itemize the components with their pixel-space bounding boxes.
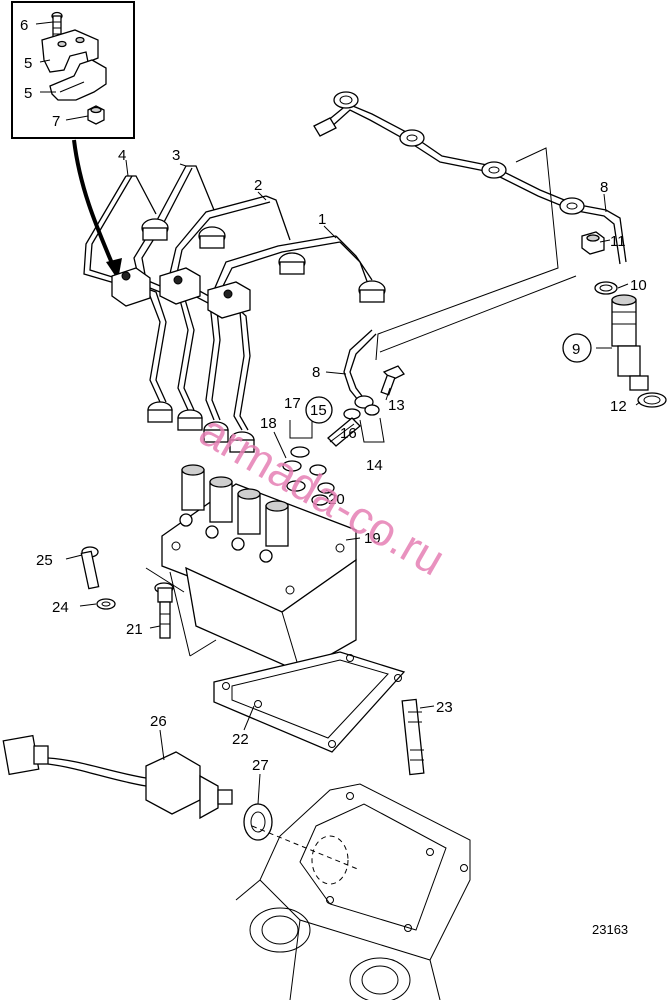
callout-10: 10 xyxy=(630,277,647,294)
clamp-nut-part xyxy=(87,105,105,125)
bolt-and-washer-left xyxy=(80,546,116,610)
callout-26: 26 xyxy=(150,713,167,730)
drawing-number: 23163 xyxy=(592,922,628,937)
sealing-washers xyxy=(282,446,335,506)
pump-bolt xyxy=(154,582,174,639)
stud-bolt xyxy=(401,698,425,776)
pipe-nuts xyxy=(141,218,386,453)
callout-25: 25 xyxy=(36,552,53,569)
callout-6: 6 xyxy=(20,17,28,34)
clamp-detail-inset xyxy=(11,1,135,139)
callout-12: 12 xyxy=(610,398,627,415)
callout-9: 9 xyxy=(572,341,580,358)
leak-off-pipe xyxy=(313,91,627,361)
callout-23: 23 xyxy=(436,699,453,716)
callout-13: 13 xyxy=(388,397,405,414)
callout-labels: 6 5 5 7 4 3 2 1 8 11 10 9 12 8 13 17 15 … xyxy=(20,17,647,774)
callout-3: 3 xyxy=(172,147,180,164)
callout-14: 14 xyxy=(366,457,383,474)
callout-20: 20 xyxy=(328,491,345,508)
callout-18: 18 xyxy=(260,415,277,432)
callout-1: 1 xyxy=(318,211,326,228)
callout-21: 21 xyxy=(126,621,143,638)
injector-assembly xyxy=(581,231,667,408)
callout-16: 16 xyxy=(340,425,357,442)
sensor-assembly xyxy=(2,734,233,820)
return-fitting-parts xyxy=(289,329,405,447)
clamp-lower-part xyxy=(49,59,107,101)
callout-24: 24 xyxy=(52,599,69,616)
callout-8-lower: 8 xyxy=(312,364,320,381)
callout-22: 22 xyxy=(232,731,249,748)
clamp-upper-part xyxy=(41,29,99,73)
callout-circle-15 xyxy=(305,396,333,424)
callout-17: 17 xyxy=(284,395,301,412)
callout-5-lower: 5 xyxy=(24,85,32,102)
pipe-clamps xyxy=(111,267,251,319)
callout-15: 15 xyxy=(310,402,327,419)
callout-4: 4 xyxy=(118,147,126,164)
callout-leaders xyxy=(65,159,641,805)
engine-block-outline xyxy=(235,783,471,1000)
pump-gasket xyxy=(213,651,406,753)
callout-19: 19 xyxy=(364,530,381,547)
pump-delivery-valves xyxy=(181,464,289,547)
callout-circle-9 xyxy=(562,333,592,363)
callout-2: 2 xyxy=(254,177,262,194)
callout-11: 11 xyxy=(610,233,626,250)
sensor-washer xyxy=(243,803,273,841)
callout-8-upper: 8 xyxy=(600,179,608,196)
callout-5-upper: 5 xyxy=(24,55,32,72)
callout-7: 7 xyxy=(52,113,60,130)
callout-27: 27 xyxy=(252,757,269,774)
inset-pointer-arrow xyxy=(72,139,122,280)
